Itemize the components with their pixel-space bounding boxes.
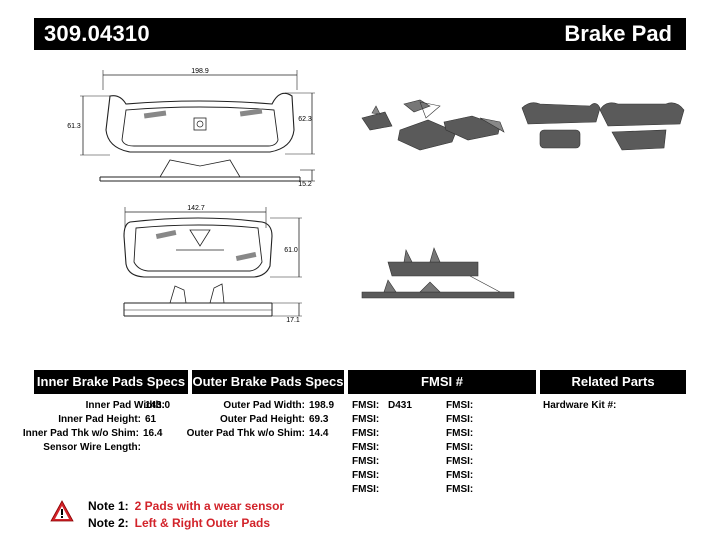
- fmsi-row: FMSI:: [446, 414, 474, 425]
- hardware-kit-row: Hardware Kit #:: [543, 400, 616, 411]
- fmsi-row: FMSI:: [352, 428, 380, 439]
- fmsi-row: FMSI:: [446, 484, 474, 495]
- fmsi-row: FMSI:: [446, 428, 474, 439]
- related-parts-header: Related Parts: [540, 370, 686, 394]
- dim-outer-width: 198.9: [191, 68, 209, 75]
- pad-drawings: 198.9 61.3 62.3 15.2 142.7 61.0 17.1: [67, 68, 685, 324]
- fmsi-grid: FMSI: D431 FMSI: FMSI: FMSI: FMSI: FMSI:…: [352, 400, 536, 496]
- dim-inner-thickness: 17.1: [286, 317, 300, 324]
- fmsi-row: FMSI:: [352, 470, 380, 481]
- part-number: 309.04310: [44, 21, 150, 46]
- pad-photo-flat: [521, 102, 685, 151]
- inner-pad-drawing: [123, 207, 302, 317]
- product-type: Brake Pad: [564, 21, 672, 46]
- dim-outer-thickness: 15.2: [298, 181, 312, 188]
- warning-icon: [50, 500, 74, 522]
- fmsi-row: FMSI:: [446, 470, 474, 481]
- inner-specs-header: Inner Brake Pads Specs: [34, 370, 188, 394]
- fmsi-row: FMSI: D431: [352, 400, 412, 411]
- fmsi-row: FMSI:: [446, 456, 474, 467]
- fmsi-header: FMSI #: [348, 370, 536, 394]
- note-1: Note 1:2 Pads with a wear sensor: [88, 499, 285, 513]
- pad-photo-side: [361, 247, 515, 299]
- hardware-kit-label: Hardware Kit #:: [543, 400, 617, 411]
- fmsi-row: FMSI:: [446, 442, 474, 453]
- pad-photo-angled: [361, 99, 505, 151]
- outer-specs-header: Outer Brake Pads Specs: [192, 370, 344, 394]
- fmsi-row: FMSI:: [352, 442, 380, 453]
- dim-outer-right-height: 62.3: [298, 116, 312, 123]
- outer-pad-drawing: [80, 70, 315, 182]
- title-bar: 309.04310 Brake Pad: [34, 18, 686, 50]
- fmsi-row: FMSI:: [352, 414, 380, 425]
- fmsi-row: FMSI:: [352, 456, 380, 467]
- dim-outer-left-height: 61.3: [67, 123, 81, 130]
- dim-inner-width: 142.7: [187, 205, 205, 212]
- fmsi-row: FMSI:: [446, 400, 474, 411]
- dim-inner-height: 61.0: [284, 247, 298, 254]
- note-2: Note 2:Left & Right Outer Pads: [88, 516, 271, 530]
- fmsi-row: FMSI:: [352, 484, 380, 495]
